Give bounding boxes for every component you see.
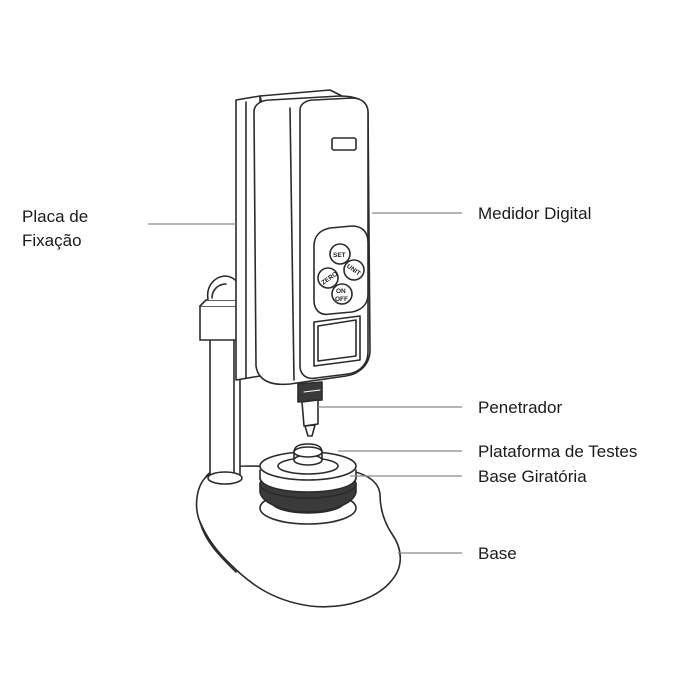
label-plataforma-de-testes: Plataforma de Testes (478, 442, 638, 461)
label-medidor-digital: Medidor Digital (478, 204, 592, 223)
label-placa-line1: Placa de (22, 207, 89, 226)
label-base-giratoria: Base Giratória (478, 467, 587, 486)
label-penetrador: Penetrador (478, 398, 563, 417)
label-placa-line2: Fixação (22, 231, 82, 250)
control-pad (313, 225, 369, 367)
button-off-label: OFF (335, 296, 348, 303)
support-column (204, 331, 243, 485)
penetrator (297, 381, 323, 437)
test-platform (259, 443, 357, 481)
button-on-label: ON (336, 288, 346, 295)
button-set-label: SET (333, 252, 346, 259)
label-base: Base (478, 544, 517, 563)
